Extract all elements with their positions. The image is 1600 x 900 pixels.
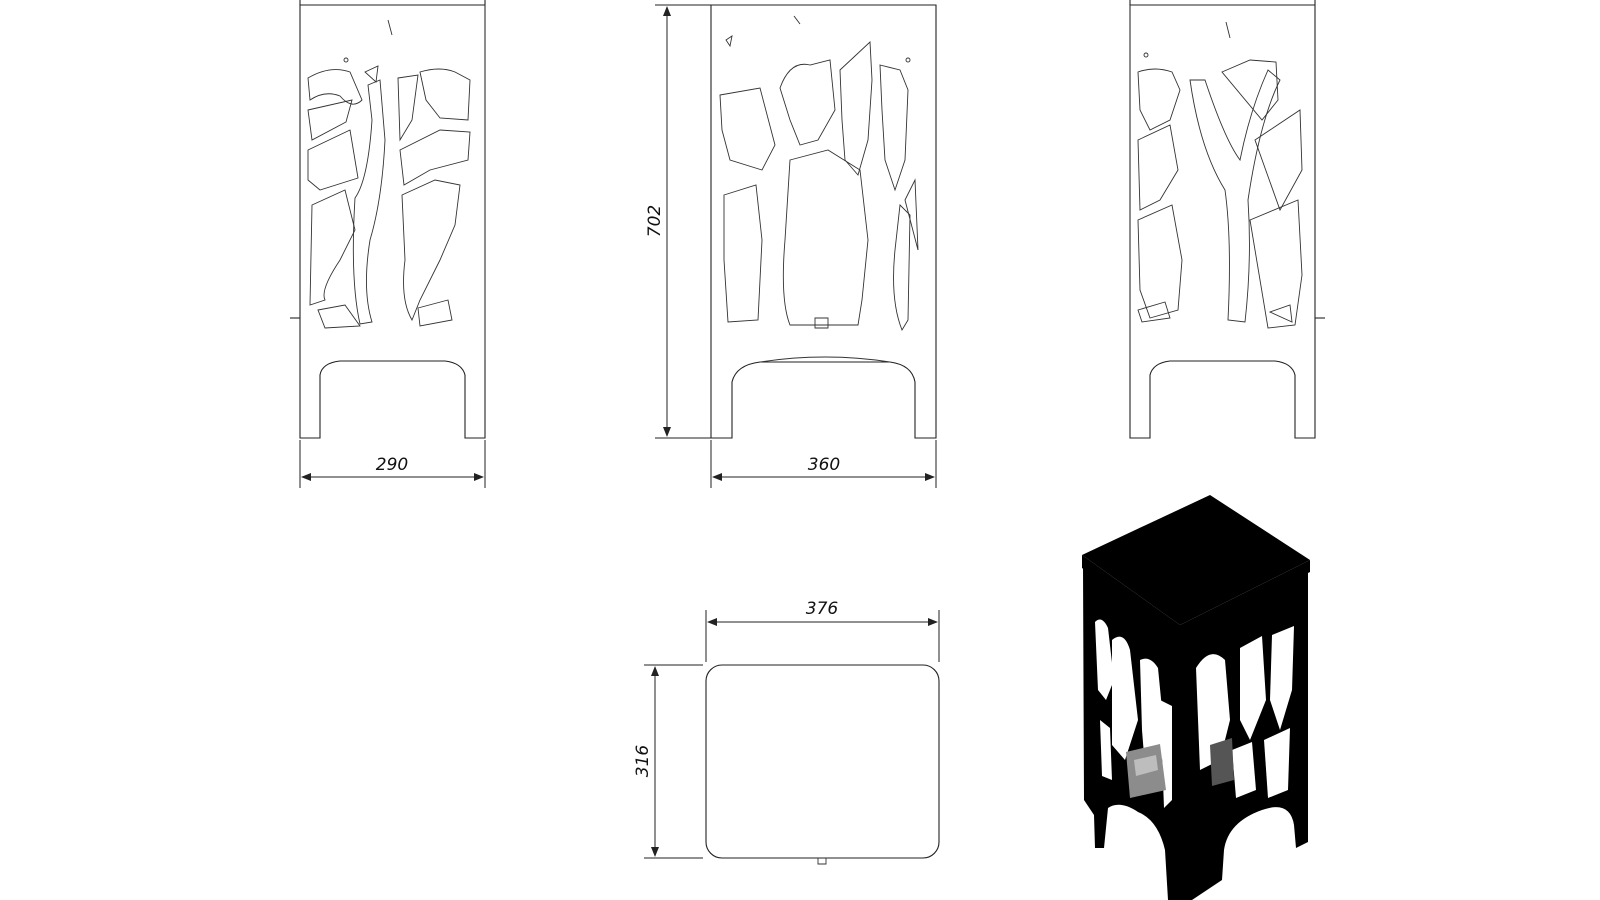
top-width-label: 376 <box>806 599 839 619</box>
left-side-view <box>290 0 486 439</box>
top-depth-label: 316 <box>633 745 653 778</box>
right-side-outline <box>1129 4 1316 439</box>
dimension-front-width: 360 <box>710 440 937 488</box>
dimension-side-width: 290 <box>299 440 486 488</box>
right-side-tree-cutouts <box>1137 21 1303 329</box>
render-top-lid <box>1082 495 1310 625</box>
left-side-tree-cutouts <box>307 19 471 329</box>
dimension-height: 702 <box>645 4 711 439</box>
front-view <box>710 4 937 439</box>
isometric-render <box>1082 495 1310 900</box>
render-burner <box>1126 738 1234 798</box>
right-side-view <box>1129 0 1325 439</box>
height-label: 702 <box>645 205 665 237</box>
top-outline <box>705 664 940 859</box>
left-side-outline <box>299 4 486 439</box>
render-right-cutouts <box>1196 626 1294 798</box>
front-width-label: 360 <box>808 455 840 475</box>
front-outline <box>710 4 937 439</box>
top-view: 376 316 <box>633 599 940 865</box>
side-width-label: 290 <box>376 455 408 475</box>
front-tree-cutouts <box>719 15 919 332</box>
